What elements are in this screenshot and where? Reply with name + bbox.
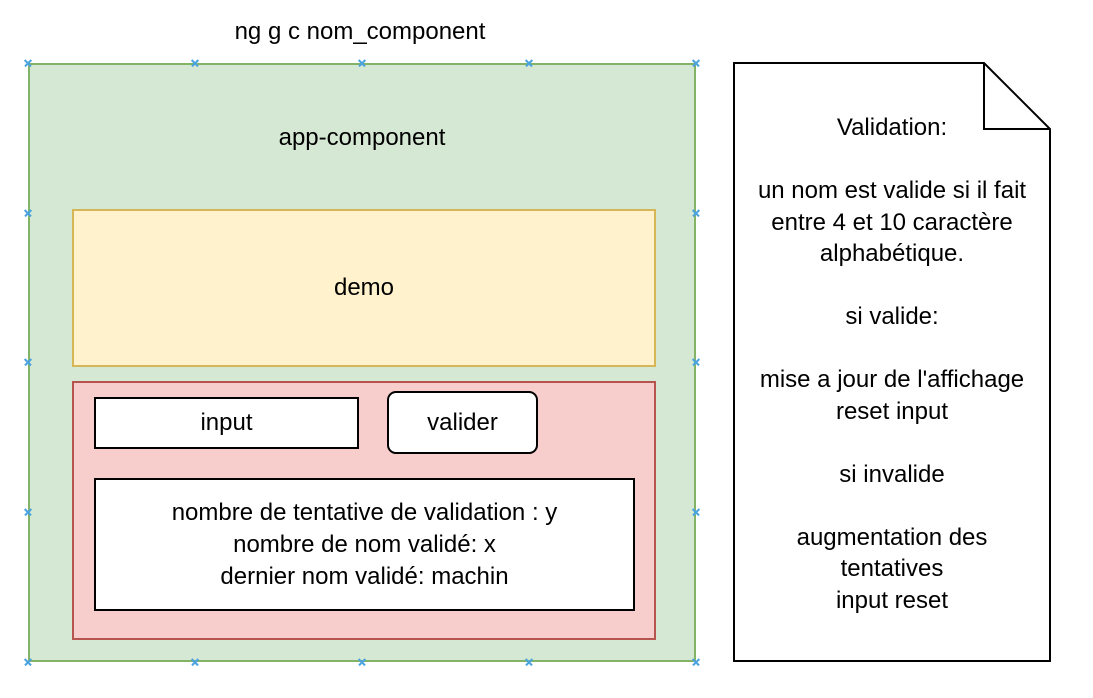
input-box[interactable]: input xyxy=(94,397,359,449)
note-line: mise a jour de l'affichage xyxy=(759,366,1025,393)
stats-line-attempts: nombre de tentative de validation : y xyxy=(171,498,558,526)
selection-handle[interactable] xyxy=(692,209,700,217)
stats-box[interactable]: nombre de tentative de validation : y no… xyxy=(94,478,635,611)
valider-label: valider xyxy=(427,408,498,436)
note-line: Validation: xyxy=(836,114,948,141)
note-line xyxy=(889,333,896,365)
selection-handle[interactable] xyxy=(24,209,32,217)
note-line: alphabétique. xyxy=(819,240,965,267)
selection-handle[interactable] xyxy=(358,59,366,67)
note-line: si valide: xyxy=(845,303,939,330)
selection-handle[interactable] xyxy=(692,358,700,366)
selection-handle[interactable] xyxy=(24,358,32,366)
form-component-box[interactable]: input valider nombre de tentative de val… xyxy=(72,381,656,640)
note-line xyxy=(889,427,896,459)
stats-line-last-name: dernier nom validé: machin xyxy=(220,562,509,590)
selection-handle[interactable] xyxy=(525,59,533,67)
note-text: Validation: un nom est valide si il fait… xyxy=(736,112,1048,632)
note-line: augmentation des xyxy=(796,523,988,551)
note-line: si invalide xyxy=(839,460,945,488)
demo-label: demo xyxy=(333,274,395,301)
note-line: reset input xyxy=(835,397,949,425)
note-line: input reset xyxy=(835,586,949,614)
selection-handle[interactable] xyxy=(191,658,199,666)
selection-handle[interactable] xyxy=(191,59,199,67)
selection-handle[interactable] xyxy=(358,658,366,666)
command-label: ng g c nom_component xyxy=(234,18,486,45)
selection-handle[interactable] xyxy=(24,658,32,666)
demo-component-box[interactable]: demo xyxy=(72,209,656,367)
note-body xyxy=(733,62,1051,662)
valider-button[interactable]: valider xyxy=(387,391,538,454)
note-line xyxy=(889,270,896,302)
note-line xyxy=(889,144,896,176)
note-shape[interactable] xyxy=(733,62,1051,662)
selection-handle[interactable] xyxy=(525,658,533,666)
selection-handle[interactable] xyxy=(692,658,700,666)
note-line: tentatives xyxy=(840,555,944,582)
selection-handle[interactable] xyxy=(24,508,32,516)
selection-handle[interactable] xyxy=(24,59,32,67)
app-component-container[interactable]: app-component demo input valider nombre … xyxy=(28,63,696,662)
note-fold xyxy=(983,63,1050,130)
app-component-label: app-component xyxy=(278,124,446,151)
note-line: un nom est valide si il fait xyxy=(757,177,1027,204)
note-line xyxy=(889,490,896,522)
selection-handle[interactable] xyxy=(692,59,700,67)
note-line: entre 4 et 10 caractère xyxy=(771,208,1013,236)
stats-line-valid-count: nombre de nom validé: x xyxy=(233,530,496,558)
selection-handle[interactable] xyxy=(692,508,700,516)
input-label: input xyxy=(200,409,253,436)
